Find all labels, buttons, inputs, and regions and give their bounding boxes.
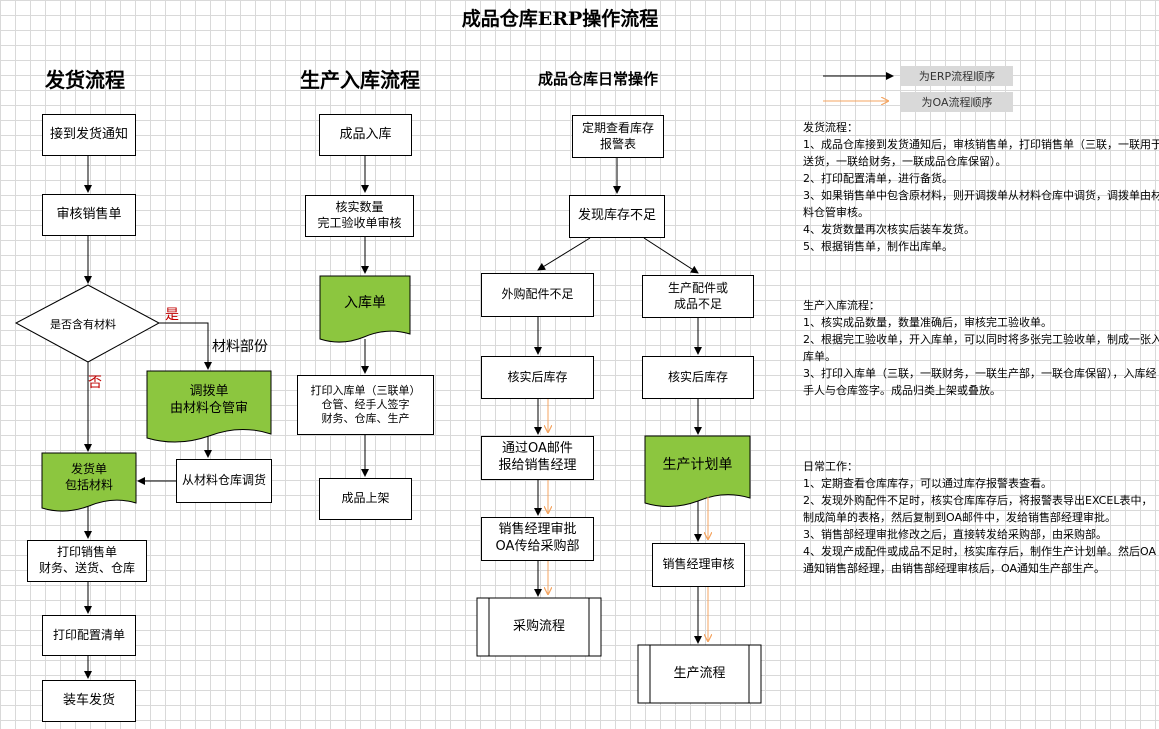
transfer-doc-label: 调拨单 由材料仓管审 [169,384,248,416]
note-line: 2、根据完工验收单，开入库单，可以同时将多张完工验收单，制成一张入库单。 [803,333,1159,363]
receive-notice-box: 接到发货通知 [42,114,136,156]
purchase-flow-label: 采购流程 [512,618,565,634]
notes-production-in: 生产入库流程： 1、核实成品数量，数量准确后，审核完工验收单。 2、根据完工验收… [803,297,1159,399]
note-line: 3、销售部经理审批修改之后，直接转发给采购部，由采购部。 [803,528,1107,541]
note-line: 5、根据销售单，制作出库单。 [803,240,953,253]
ship-doc-label: 发货单 包括材料 [64,462,113,492]
verify-stock-box-b: 核实后库存 [642,356,754,399]
found-short-box: 发现库存不足 [569,195,665,238]
load-ship-box: 装车发货 [42,680,136,722]
verify-stock-box-a: 核实后库存 [481,356,594,399]
legend-oa-label: 为OA流程顺序 [901,92,1013,112]
purchase-short-box: 外购配件不足 [481,273,594,317]
manager-review-box: 销售经理审核 [652,543,745,587]
check-stock-box: 定期查看库存 报警表 [572,115,664,158]
ship-doc-shape [41,452,137,512]
note-line: 3、如果销售单中包含原材料，则开调拨单从材料仓库中调货，调拨单由材料仓管审核。 [803,189,1159,219]
note-line: 生产入库流程： [803,299,880,312]
note-line: 2、打印配置清单，进行备货。 [803,172,953,185]
shelve-box: 成品上架 [319,478,412,520]
prod-flow-shape [637,644,762,704]
note-line: 1、定期查看仓库库存，可以通过库存报警表查看。 [803,477,1052,490]
yes-label: 是 [165,307,179,323]
product-in-box: 成品入库 [319,114,412,156]
notes-daily: 日常工作： 1、定期查看仓库库存，可以通过库存报警表查看。 2、发现外购配件不足… [803,458,1159,577]
section-title-production-in: 生产入库流程 [300,68,420,92]
transfer-doc-shape [146,370,272,443]
in-doc-shape [319,275,411,343]
note-line: 1、成品仓库接到发货通知后，审核销售单，打印销售单（三联，一联用于送货，一联给财… [803,138,1159,168]
prod-plan-shape [644,435,751,507]
note-line: 发货流程： [803,121,858,134]
section-title-shipping: 发货流程 [45,68,125,92]
note-line: 3、打印入库单（三联，一联财务，一联生产部，一联仓库保留），入库经手人与仓库签字… [803,367,1157,397]
transfer-from-material-box: 从材料仓库调货 [176,459,272,503]
page-title: 成品仓库ERP操作流程 [461,8,659,30]
print-in-box: 打印入库单（三联单） 仓管、经手人签字 财务、仓库、生产 [297,375,434,435]
prod-flow-label: 生产流程 [673,665,726,681]
produce-short-box: 生产配件或 成品不足 [642,275,754,318]
note-line: 1、核实成品数量，数量准确后，审核完工验收单。 [803,316,1052,329]
purchase-flow-shape [476,597,602,657]
oa-mail-box: 通过OA邮件 报给销售经理 [481,436,594,480]
note-line: 4、发货数量再次核实后装车发货。 [803,223,975,236]
verify-qty-box: 核实数量 完工验收单审核 [305,195,414,237]
print-config-box: 打印配置清单 [42,615,136,656]
prod-plan-label: 生产计划单 [662,456,733,473]
notes-shipping: 发货流程： 1、成品仓库接到发货通知后，审核销售单，打印销售单（三联，一联用于送… [803,119,1159,255]
legend-erp-label: 为ERP流程顺序 [901,66,1013,86]
note-line: 4、发现产成配件或成品不足时，核实库存后，制作生产计划单。然后OA通知销售部经理… [803,545,1156,575]
print-sales-box: 打印销售单 财务、送货、仓库 [27,540,147,582]
material-part-label: 材料部份 [212,339,268,355]
section-title-daily: 成品仓库日常操作 [538,70,659,88]
no-label: 否 [88,375,102,391]
has-material-label: 是否含有材料 [50,318,116,331]
note-line: 日常工作： [803,460,858,473]
manager-approve-box: 销售经理审批 OA传给采购部 [481,517,594,561]
note-line: 2、发现外购配件不足时，核实仓库库存后，将报警表导出EXCEL表中，制成简单的表… [803,494,1153,524]
in-doc-label: 入库单 [344,294,386,311]
review-order-box: 审核销售单 [42,194,136,236]
